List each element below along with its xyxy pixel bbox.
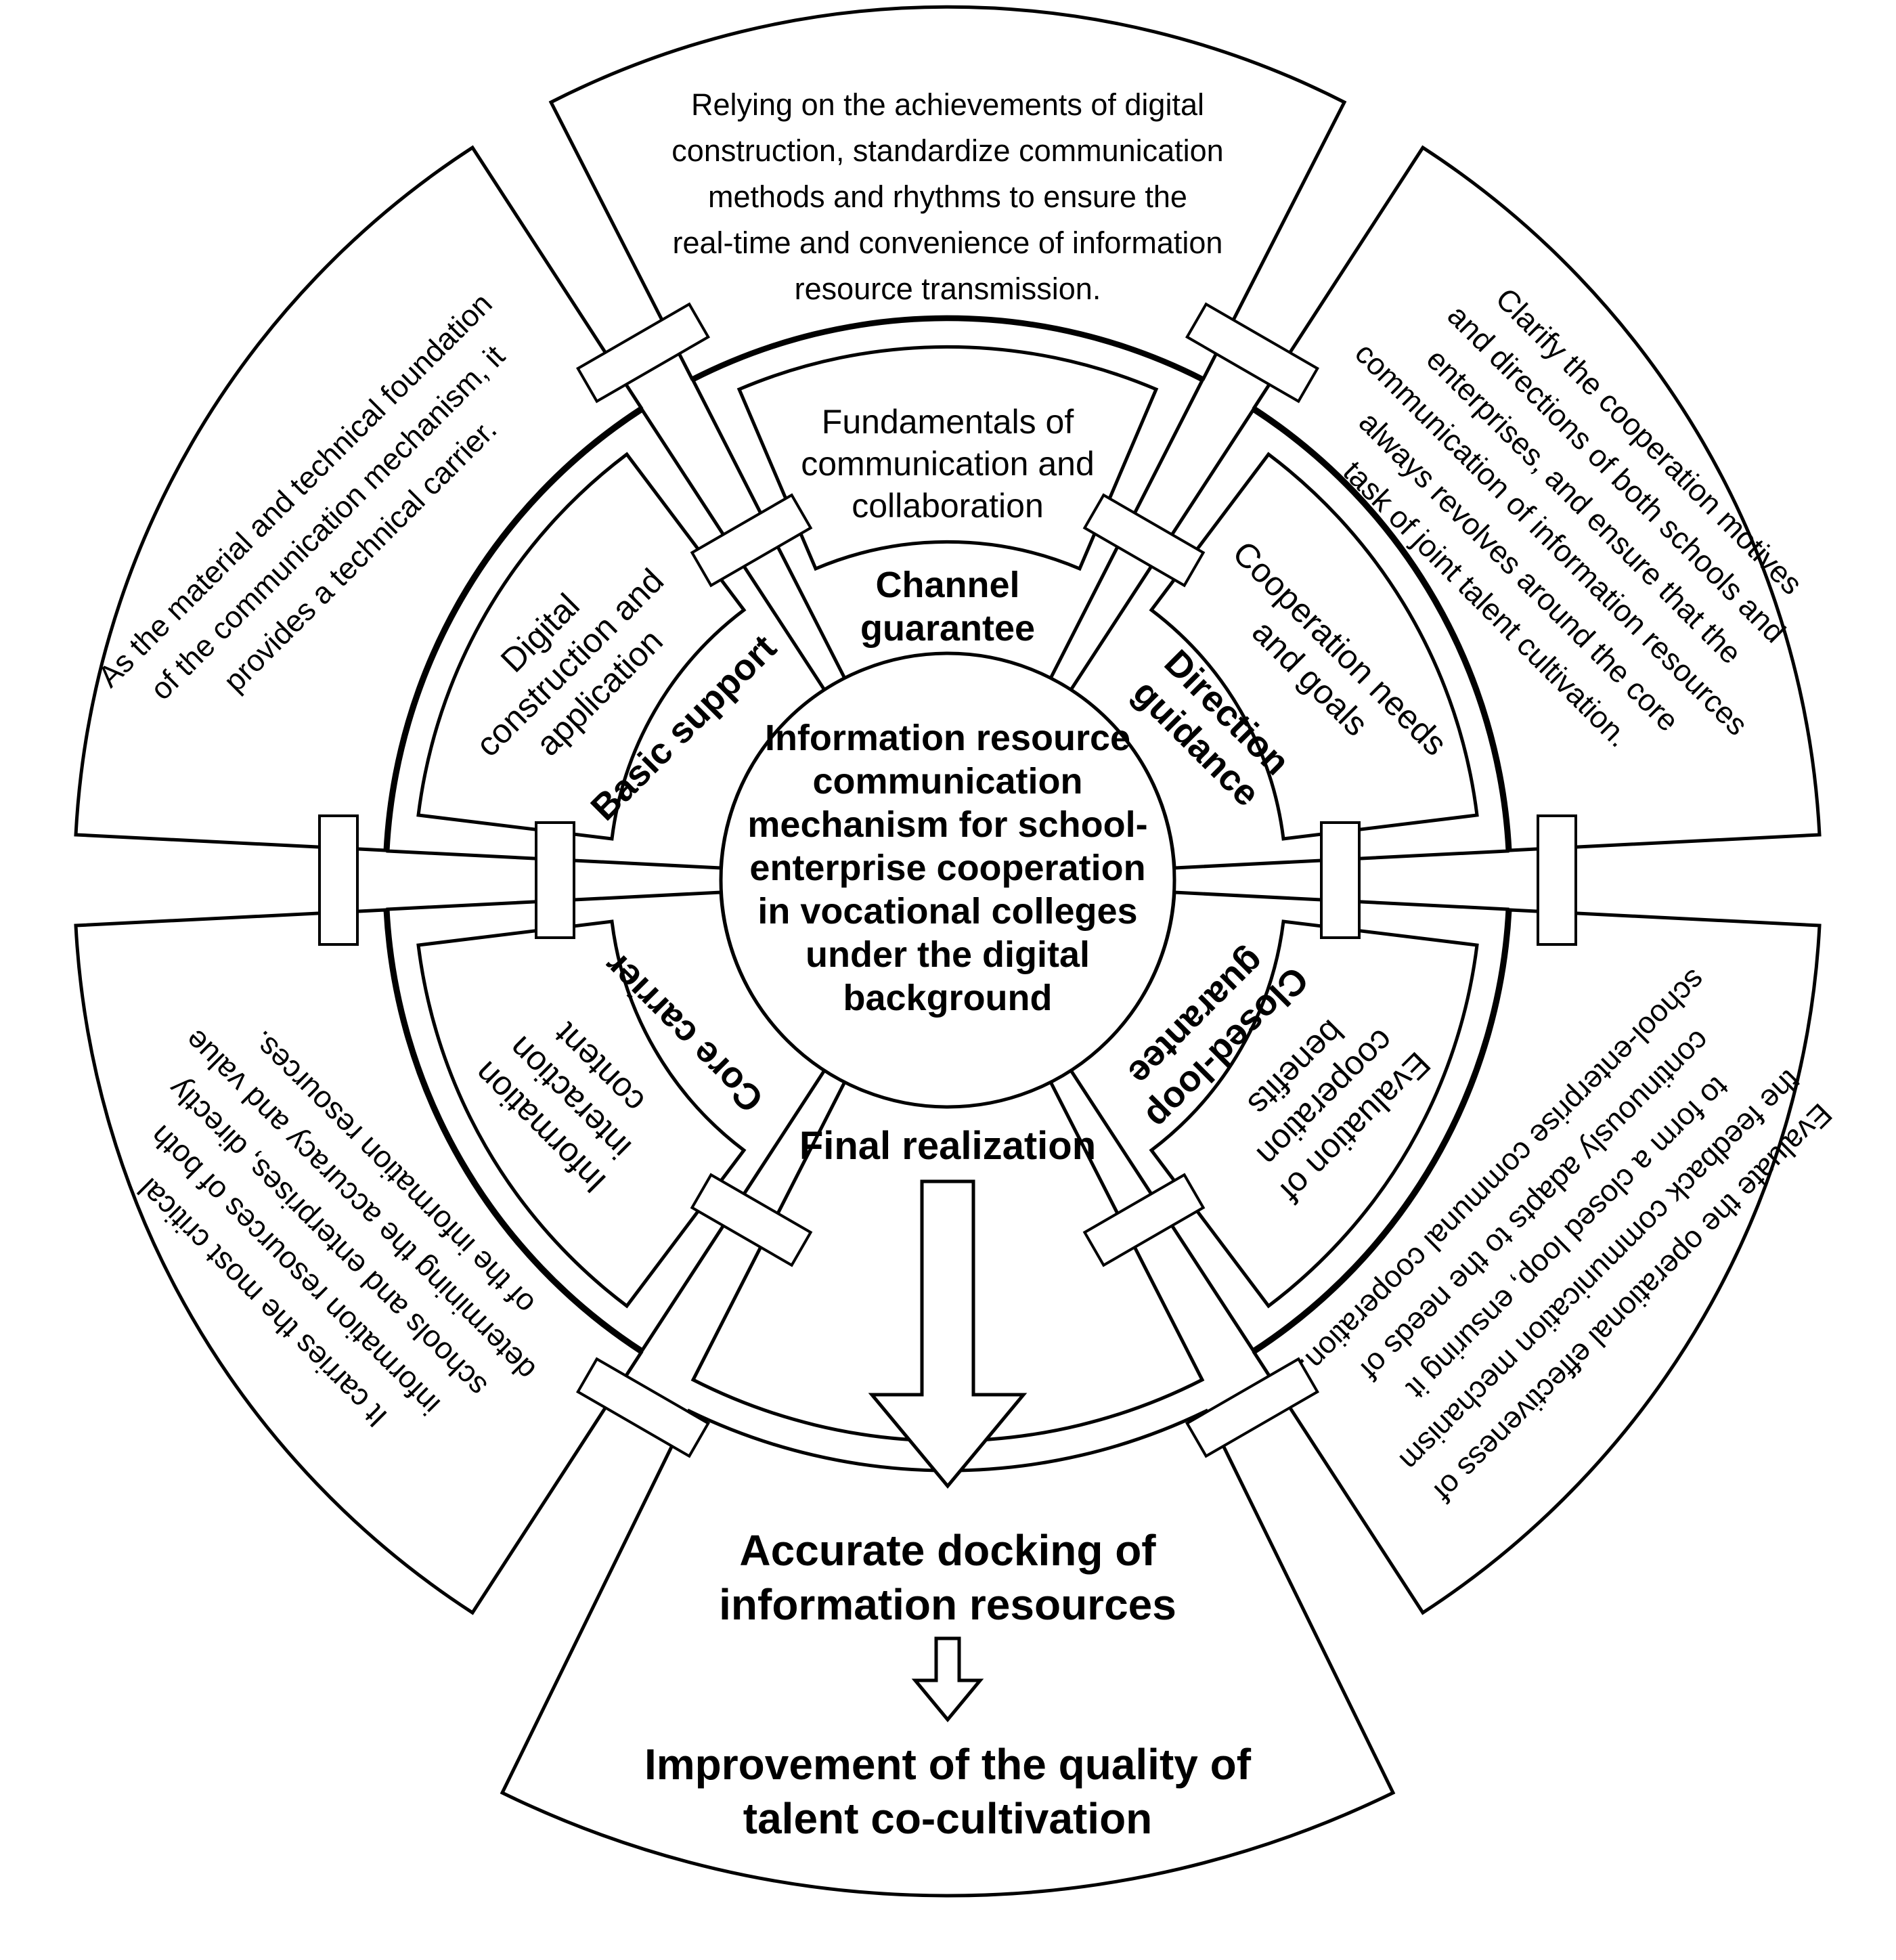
sector-channel-label: Channel guarantee [860, 565, 1035, 649]
final-realization-label: Final realization [799, 1124, 1096, 1168]
sector-closedloop-outer-region [1252, 908, 1822, 1615]
outcome-line: talent co-cultivation [743, 1794, 1153, 1843]
desc-line: real-time and convenience of information [673, 225, 1223, 260]
wedge-cooperation-needs [1149, 452, 1479, 841]
center-title-line: Information resource [765, 718, 1130, 758]
connector-tab [575, 302, 711, 404]
center-title-line: in vocational colleges [757, 891, 1137, 932]
center-title: Information resource communication mecha… [747, 718, 1147, 1018]
outcome-line: information resources [719, 1580, 1176, 1629]
connector-tab [1185, 1357, 1320, 1458]
wedge-information-interaction [416, 919, 747, 1309]
wedge-digital-construction [416, 452, 747, 841]
connector-tab [575, 1357, 711, 1458]
sector-basic-outer-region [74, 145, 644, 852]
connector-tab [1185, 302, 1320, 404]
label-line: Channel [875, 565, 1019, 605]
sector-channel-guarantee: Relying on the achievements of digital c… [548, 5, 1347, 681]
connector-tab [690, 1173, 813, 1267]
connector-tab [1082, 1173, 1206, 1267]
connector-tab [535, 821, 575, 939]
label-line: guarantee [860, 608, 1035, 649]
sub-line: Fundamentals of [822, 403, 1074, 441]
center-title-line: communication [812, 761, 1082, 802]
center-title-line: enterprise cooperation [749, 848, 1145, 888]
wedge-fundamentals-text: Fundamentals of communication and collab… [801, 403, 1095, 525]
outcome-accurate-docking: Accurate docking of information resource… [719, 1526, 1176, 1629]
sector-direction-outer-region [1252, 145, 1822, 852]
outcome-line: Accurate docking of [739, 1526, 1156, 1575]
connector-tab [690, 493, 813, 588]
sector-channel-desc: Relying on the achievements of digital c… [671, 87, 1223, 306]
desc-line: Relying on the achievements of digital [691, 87, 1204, 122]
center-title-line: under the digital [806, 934, 1090, 975]
connector-tab [1537, 814, 1577, 946]
desc-line: construction, standardize communication [671, 133, 1223, 168]
connector-tab [1082, 493, 1206, 588]
desc-line: methods and rhythms to ensure the [708, 179, 1187, 214]
outcome-quality-improvement: Improvement of the quality of talent co-… [644, 1740, 1252, 1843]
small-down-arrow-icon [911, 1636, 984, 1722]
sector-core-carrier: It carries the most critical information… [74, 890, 827, 1615]
desc-line: resource transmission. [795, 271, 1101, 306]
wedge-fundamentals [736, 345, 1159, 571]
sector-channel-outer-region [548, 5, 1347, 381]
center-title-line: background [843, 978, 1052, 1018]
big-down-arrow-icon [868, 1179, 1028, 1489]
sub-line: communication and [801, 445, 1095, 483]
center-circle [719, 651, 1176, 1109]
center-hub: Information resource communication mecha… [719, 651, 1176, 1109]
connector-tab [318, 814, 359, 946]
connector-tab [1320, 821, 1361, 939]
connector-tabs [318, 302, 1577, 1458]
sector-core-outer-region [74, 908, 644, 1615]
wedge-evaluation-benefits [1149, 919, 1479, 1309]
center-title-line: mechanism for school- [747, 804, 1147, 845]
sub-line: collaboration [852, 487, 1044, 525]
outcome-line: Improvement of the quality of [644, 1740, 1252, 1789]
